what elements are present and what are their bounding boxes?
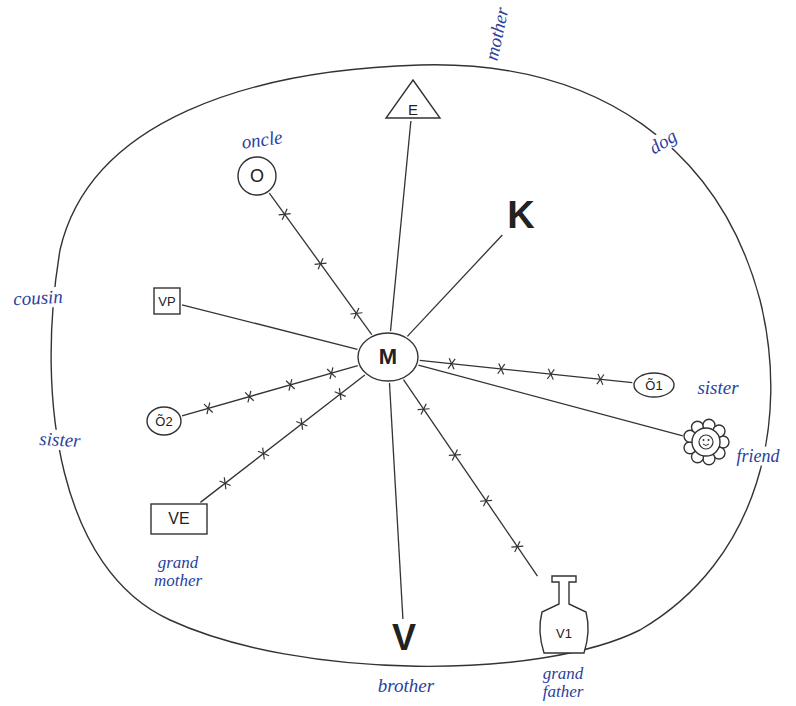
tie-line — [182, 305, 357, 349]
cousin-square: VPcousin — [153, 287, 181, 315]
hatch-mark — [480, 500, 492, 502]
outline — [634, 373, 674, 397]
hatch-mark — [350, 313, 362, 314]
tie-line — [391, 121, 411, 331]
eye — [703, 439, 705, 441]
hatch-mark — [279, 214, 291, 215]
boundary-oval — [51, 65, 771, 667]
tie-stroke — [389, 383, 402, 619]
grandfather-shovel-outline — [538, 574, 590, 656]
eye — [708, 439, 710, 441]
tie-line — [182, 366, 358, 416]
tie-line — [418, 365, 682, 436]
tie-stroke — [200, 375, 364, 502]
tie-stroke — [418, 365, 682, 436]
relation-label: brother — [376, 676, 436, 696]
node-initials: O — [250, 167, 264, 185]
tie-stroke — [182, 366, 358, 416]
hatch-mark — [330, 367, 333, 379]
friend-flower-outline — [683, 419, 729, 465]
tie-line — [404, 380, 538, 576]
node-initials: Õ2 — [155, 415, 172, 428]
node-initials: VE — [168, 511, 189, 527]
tie-stroke — [391, 121, 411, 331]
face — [699, 435, 713, 449]
relation-label: grand father — [530, 665, 596, 701]
node-initials: V1 — [556, 627, 572, 640]
relation-label: grand mother — [145, 554, 211, 590]
dog-letter: Kdog — [503, 193, 539, 237]
hatch-mark — [547, 369, 554, 379]
hatch-mark — [449, 454, 461, 456]
relation-label: friend — [735, 447, 782, 466]
relation-label: oncle — [238, 127, 285, 153]
relation-label: mother — [481, 4, 513, 65]
friend-flower: friend — [683, 419, 729, 465]
smile — [703, 444, 709, 446]
tie-line — [389, 383, 402, 619]
hatch-mark — [498, 364, 505, 374]
uncle-circle: Ooncle — [237, 156, 277, 196]
node-initials: Õ1 — [645, 379, 662, 392]
node-initials: K — [507, 196, 534, 234]
tie-line — [420, 358, 633, 385]
hatch-mark — [224, 477, 226, 489]
hatch-mark — [418, 408, 430, 410]
tie-stroke — [182, 305, 357, 349]
outline — [238, 157, 276, 195]
hatch-mark — [315, 263, 327, 264]
hatch-mark — [301, 418, 303, 430]
node-initials: VP — [158, 295, 175, 308]
sister-oval: Õ2sister — [146, 406, 182, 436]
hatch-mark — [339, 388, 341, 400]
grandfather-shovel: V1grand father — [538, 574, 590, 656]
outline — [358, 333, 418, 381]
ego-circle: M — [357, 332, 419, 382]
tie-line — [200, 375, 364, 502]
flower-centre — [692, 428, 720, 456]
tie-line — [269, 193, 371, 335]
tie-stroke — [407, 235, 502, 336]
node-initials: E — [408, 102, 418, 117]
relation-label: cousin — [11, 287, 66, 310]
hatch-mark — [448, 359, 455, 369]
tie-stroke — [269, 193, 371, 335]
hatch-mark — [597, 375, 604, 385]
hatch-mark — [289, 379, 292, 391]
outline — [540, 576, 588, 653]
outline — [147, 407, 181, 435]
hatch-mark — [248, 391, 251, 403]
hatch-mark — [263, 448, 265, 460]
node-initials: M — [379, 346, 397, 368]
outline — [151, 504, 207, 534]
hatch-mark — [207, 403, 210, 415]
tie-line — [407, 235, 502, 336]
grandmother-box: VEgrand mother — [150, 503, 208, 535]
outline — [386, 80, 440, 118]
outline — [154, 288, 180, 314]
tie-stroke — [404, 380, 538, 576]
sister-oval: Õ1sister — [633, 372, 675, 398]
mother-triangle: Emother — [384, 78, 442, 120]
relation-label: sister — [695, 378, 740, 398]
brother-letter: Vbrother — [388, 620, 420, 656]
node-initials: V — [392, 620, 416, 656]
hatch-mark — [511, 546, 523, 548]
relation-label: sister — [37, 429, 83, 451]
